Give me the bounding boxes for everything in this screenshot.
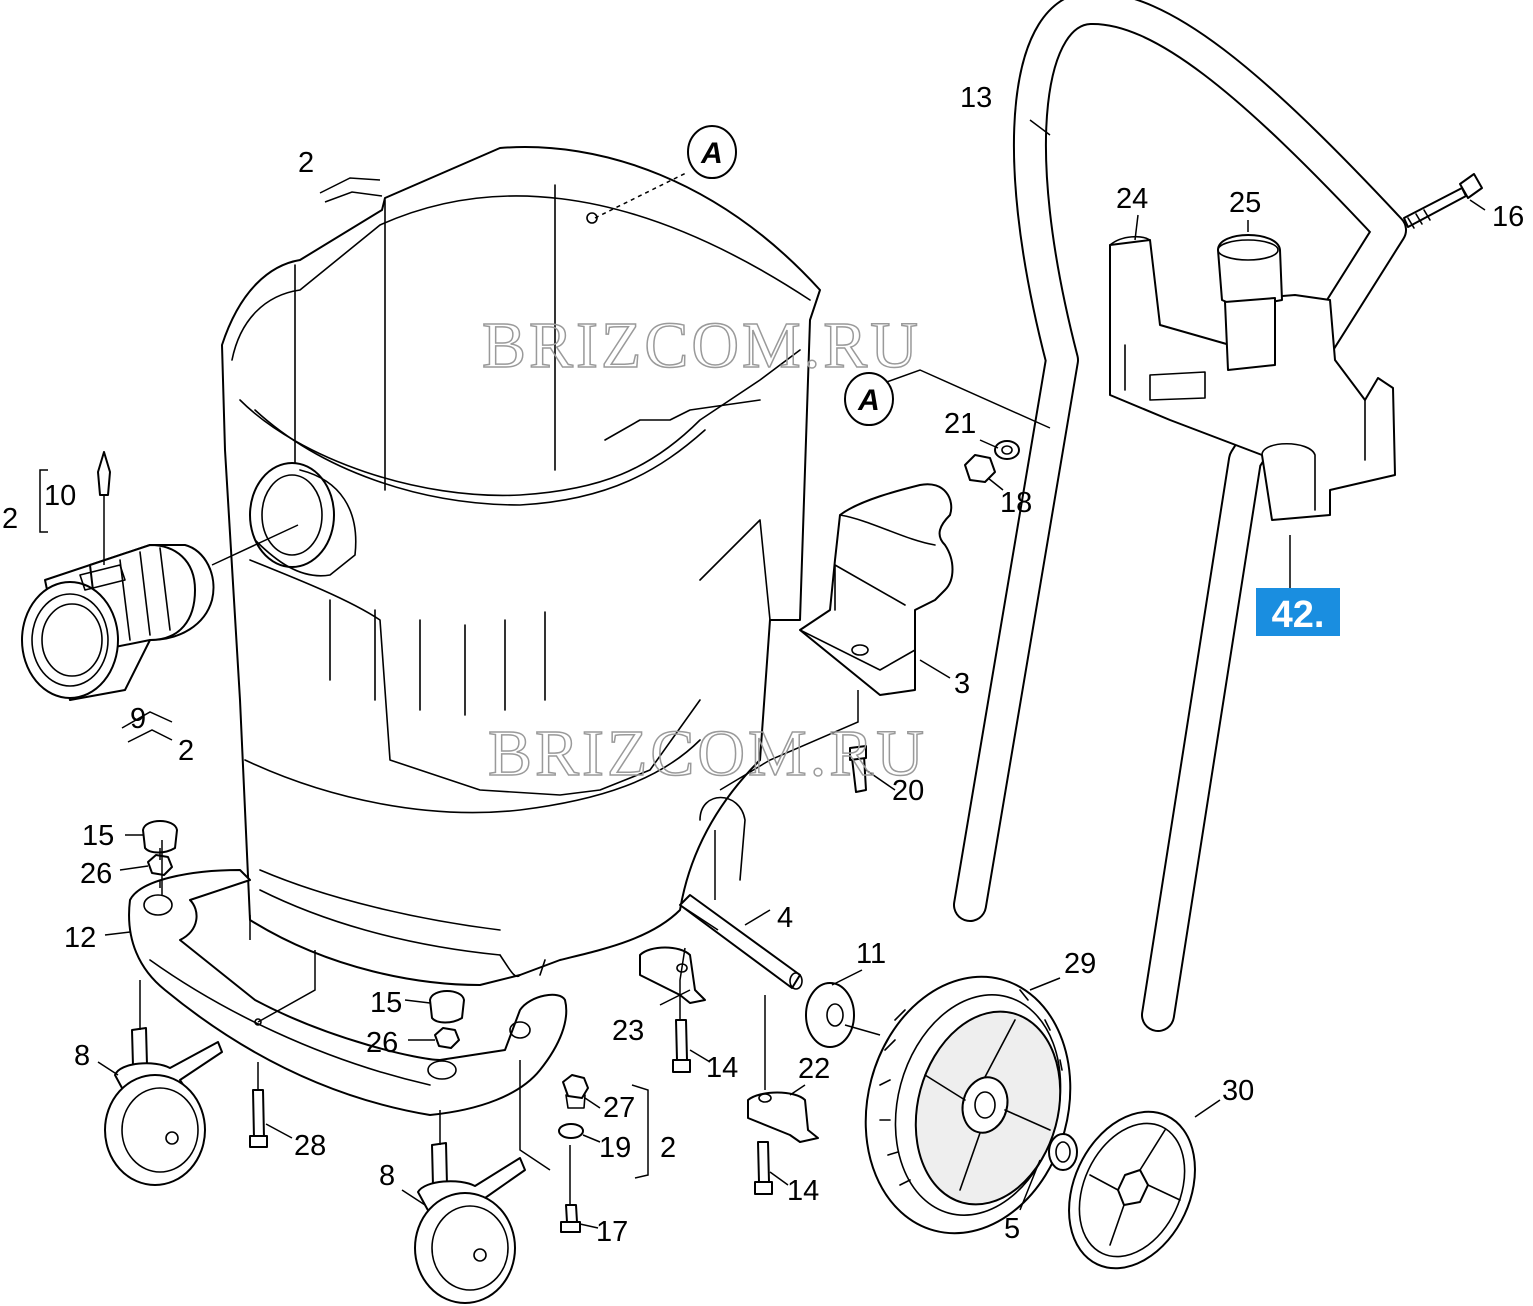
page-badge: 42.	[1256, 588, 1340, 636]
part-label-20: 20	[892, 775, 924, 807]
part-label-22: 22	[798, 1053, 830, 1085]
part-label-2-inlet: 2	[178, 735, 194, 767]
caster-8-left	[104, 1027, 223, 1186]
part-label-9: 9	[130, 703, 146, 735]
part-label-14-upper: 14	[706, 1052, 738, 1084]
part-label-8-left: 8	[74, 1040, 90, 1072]
part-label-23: 23	[612, 1015, 644, 1047]
part-label-2-valve: 2	[2, 503, 18, 535]
part-label-18: 18	[1000, 487, 1032, 519]
spacer-11	[805, 982, 855, 1048]
bracket-3	[799, 483, 954, 696]
nut-26-right	[434, 1027, 460, 1049]
hub-cap-30	[1068, 1110, 1196, 1270]
part-label-17: 17	[596, 1216, 628, 1248]
watermark-top: BRIZCOM.RU	[482, 309, 921, 382]
part-label-16: 16	[1492, 201, 1524, 233]
part-label-29: 29	[1064, 948, 1096, 980]
page-badge-label: 42.	[1272, 594, 1325, 636]
part-label-10: 10	[44, 480, 76, 512]
screw-28	[249, 1089, 268, 1148]
bracket-23	[639, 946, 706, 1004]
page-badge-background	[1256, 588, 1340, 636]
tank-container	[221, 146, 821, 986]
cap-15-right	[429, 990, 465, 1024]
part-label-25: 25	[1229, 187, 1261, 219]
part-label-2-tank: 2	[298, 147, 314, 179]
part-label-4: 4	[777, 902, 793, 934]
reference-marker-a-top-label: A	[700, 137, 723, 170]
part-label-11: 11	[856, 938, 886, 970]
caster-8-right	[414, 1142, 526, 1304]
part-label-13: 13	[960, 82, 992, 114]
leader-lines	[39, 119, 1486, 1229]
ring-5	[1048, 1133, 1078, 1171]
screw-14-upper	[672, 1019, 691, 1073]
reference-marker-a-top: A	[687, 125, 737, 179]
bolt-16	[1403, 173, 1483, 229]
watermark-bottom: BRIZCOM.RU	[488, 717, 927, 790]
screw-17	[560, 1204, 581, 1233]
part-label-3: 3	[954, 668, 970, 700]
part-label-19: 19	[599, 1132, 631, 1164]
base-frame	[128, 869, 568, 1116]
washer-21	[994, 440, 1020, 460]
reference-marker-a-mid: A	[844, 372, 894, 426]
nut-27	[562, 1074, 589, 1109]
nut-18	[964, 454, 996, 483]
part-label-12: 12	[64, 922, 96, 954]
nut-26-left	[147, 854, 173, 876]
wheel-29	[864, 975, 1072, 1235]
part-number-labels: 13 24 25 16 2 21 18 10 2 3 9 2 20 15 26 …	[2, 82, 1524, 1248]
part-label-27: 27	[603, 1092, 635, 1124]
screw-20	[849, 745, 867, 793]
part-label-26-left: 26	[80, 858, 112, 890]
part-label-26-right: 26	[366, 1027, 398, 1059]
part-label-5: 5	[1004, 1213, 1020, 1245]
screw-14-lower	[754, 1141, 773, 1195]
handle-bracket	[1109, 234, 1396, 521]
ring-19	[558, 1123, 584, 1139]
cap-15-left	[142, 820, 178, 854]
part-label-28: 28	[294, 1130, 326, 1162]
part-label-15-right: 15	[370, 987, 402, 1019]
part-label-15-left: 15	[82, 820, 114, 852]
bracket-22	[747, 1091, 819, 1143]
part-label-2-fasteners: 2	[660, 1132, 676, 1164]
inlet-connector	[21, 451, 215, 701]
push-handle-tube	[953, 0, 1407, 1032]
part-label-30: 30	[1222, 1075, 1254, 1107]
part-label-8-right: 8	[379, 1160, 395, 1192]
part-label-14-lower: 14	[787, 1175, 819, 1207]
part-label-21: 21	[944, 408, 976, 440]
part-label-24: 24	[1116, 183, 1148, 215]
axle-4	[679, 894, 803, 990]
reference-marker-a-mid-label: A	[857, 384, 880, 417]
